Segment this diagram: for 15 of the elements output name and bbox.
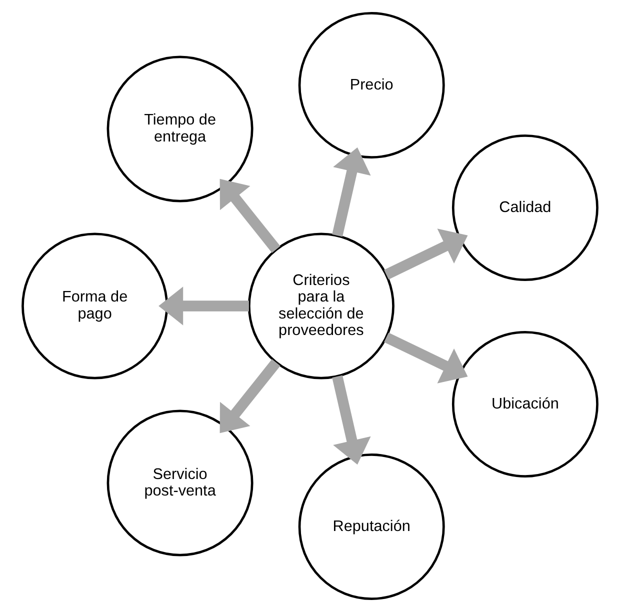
node-circle: Precio bbox=[298, 12, 444, 159]
arrow bbox=[219, 178, 280, 253]
arrow bbox=[384, 228, 468, 280]
arrow bbox=[219, 359, 280, 434]
node-circle: Reputación bbox=[298, 453, 444, 600]
arrow bbox=[332, 375, 370, 465]
node-circle: Forma de pago bbox=[21, 232, 168, 380]
arrow bbox=[158, 286, 248, 326]
node-circle: Ubicación bbox=[451, 330, 598, 478]
arrow bbox=[384, 332, 468, 384]
arrow bbox=[332, 147, 370, 237]
node-circle: Tiempo de entrega bbox=[106, 56, 253, 202]
node-circle: Criterios para la selección de proveedores bbox=[247, 232, 394, 380]
node-circle: Servicio post-venta bbox=[106, 410, 253, 556]
node-circle: Calidad bbox=[451, 134, 598, 282]
